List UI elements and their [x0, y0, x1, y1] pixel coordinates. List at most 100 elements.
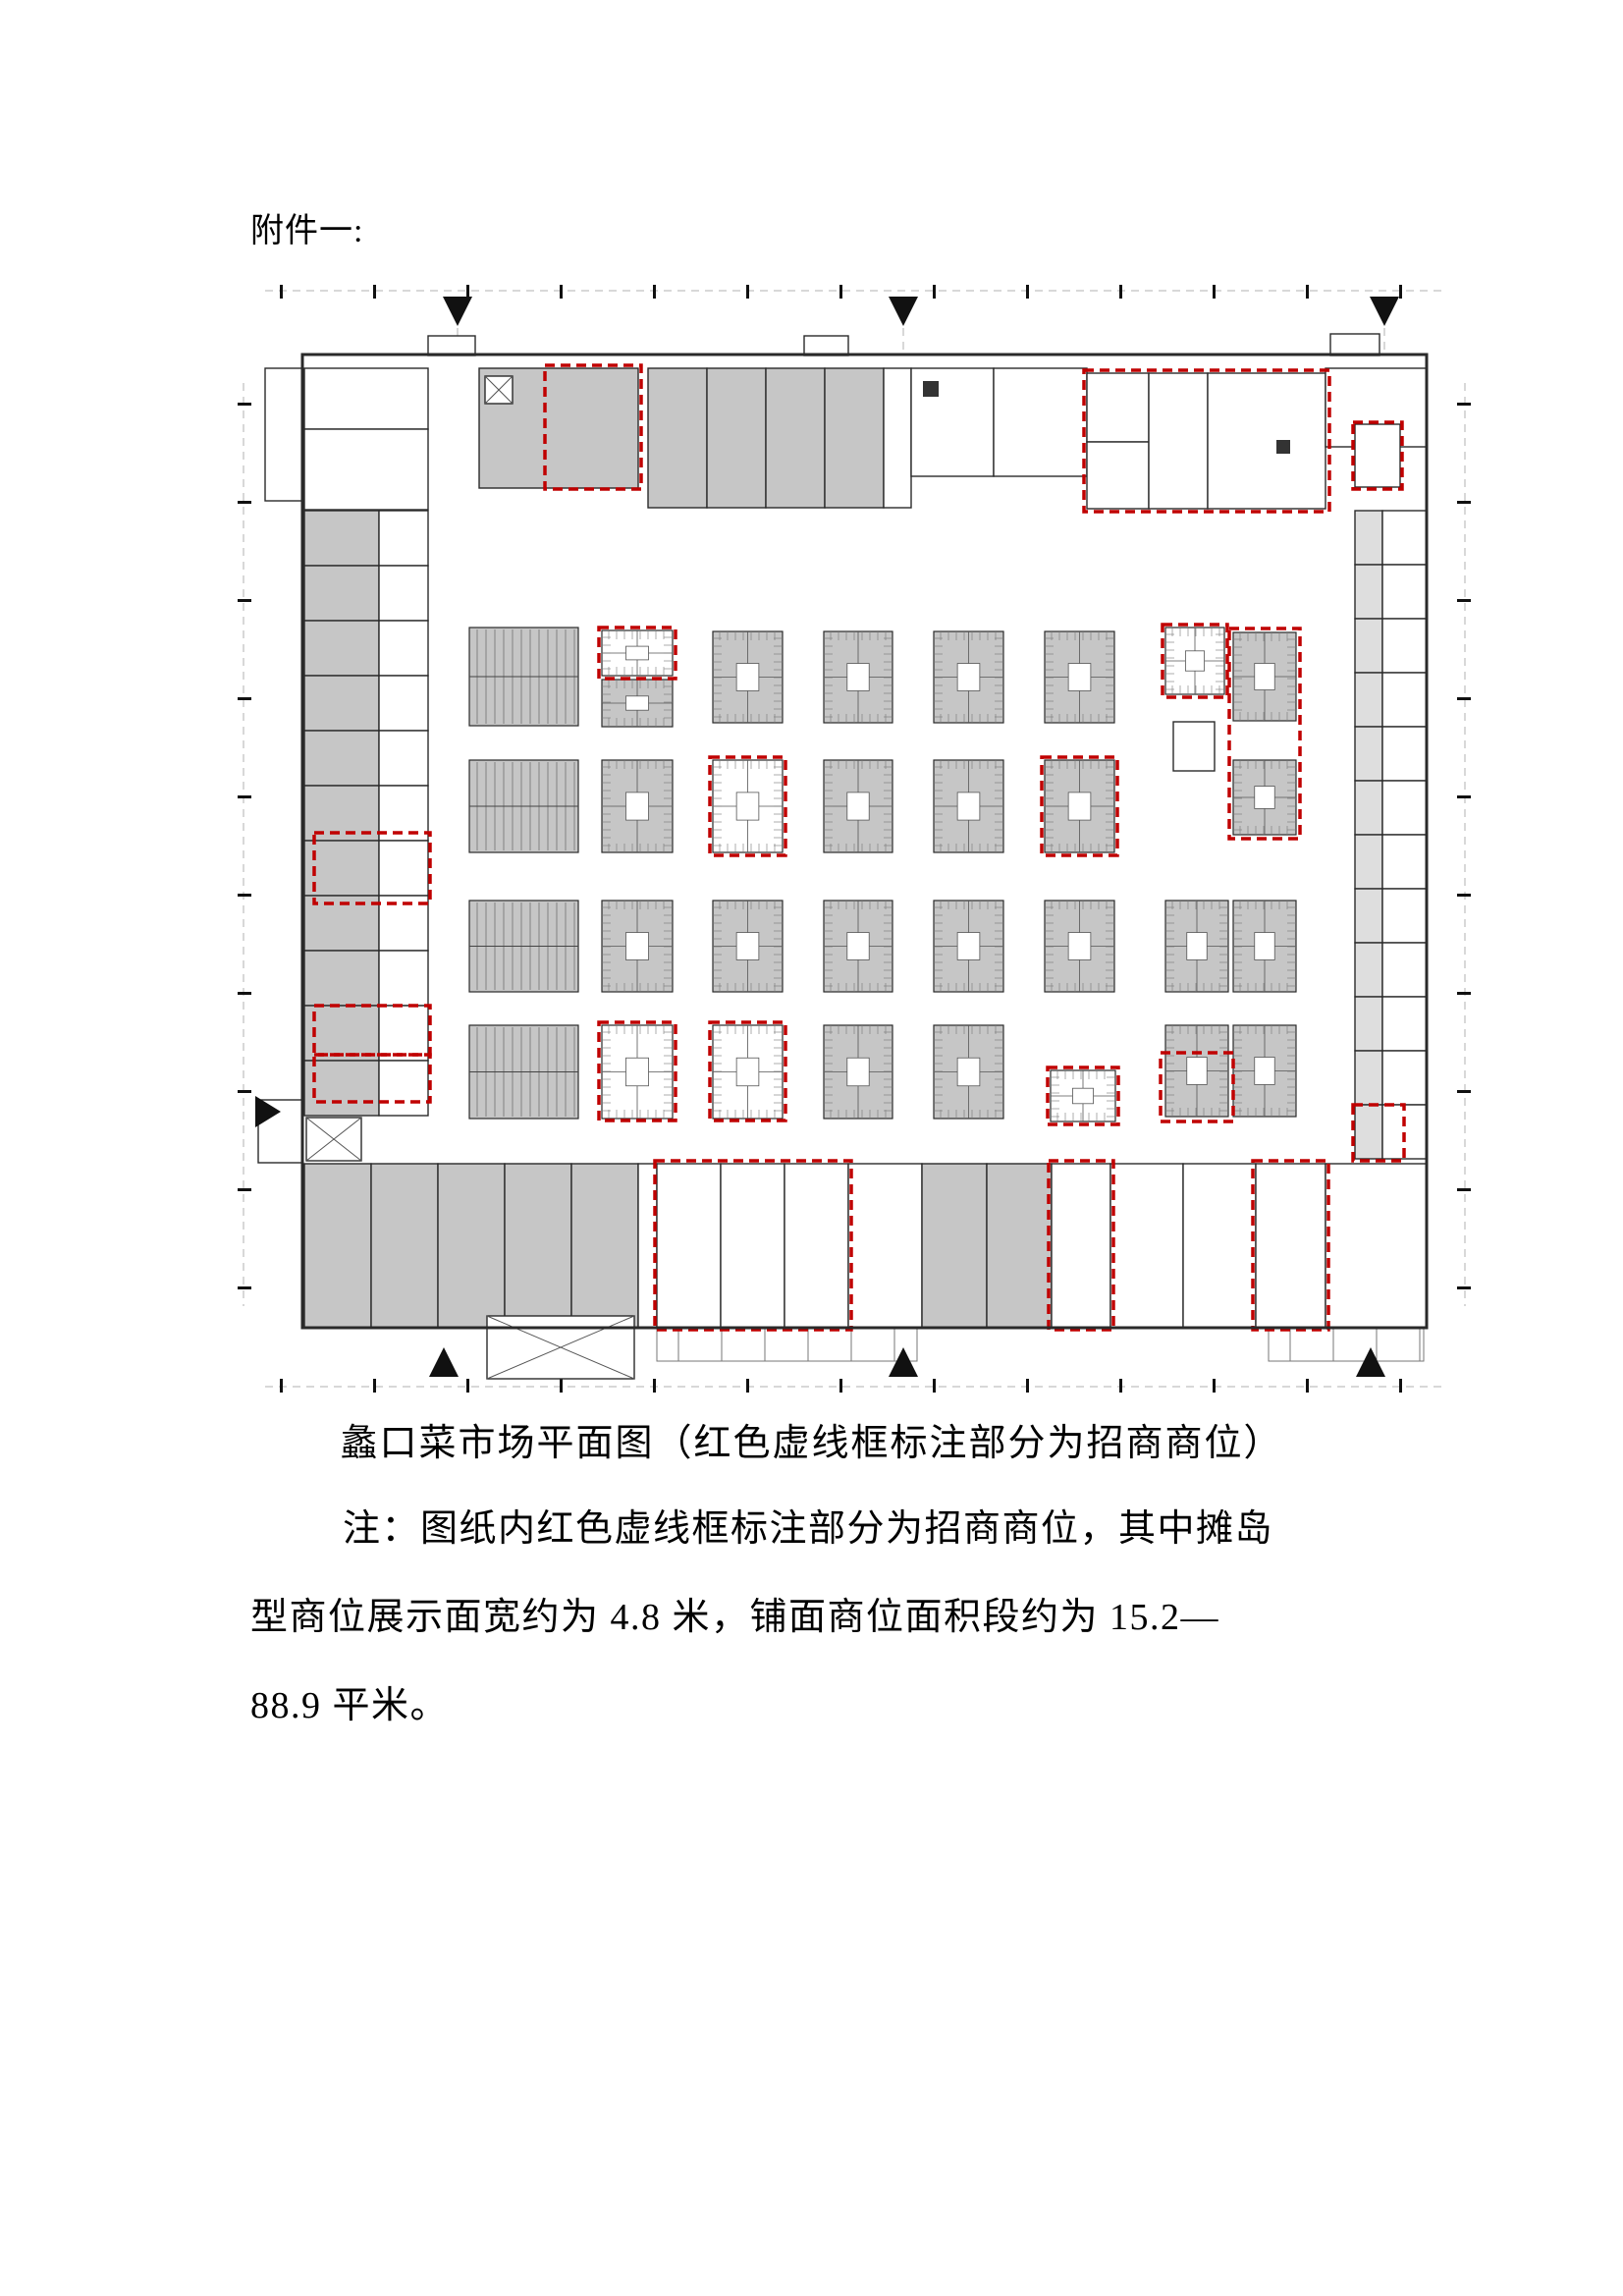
shop-unit: [1354, 672, 1383, 728]
stall-island: [823, 630, 893, 724]
leasing-stall-outline: [597, 626, 677, 681]
stall-island-core: [625, 932, 649, 960]
tick-mark: [1457, 795, 1471, 798]
tick-mark: [560, 285, 563, 299]
stall-island-core: [625, 792, 649, 821]
stall-island-core: [735, 663, 760, 691]
shop-unit: [883, 367, 912, 509]
shop-unit: [1354, 1104, 1383, 1160]
shop-unit: [303, 367, 429, 430]
shop-unit: [1255, 1163, 1326, 1329]
porch: [1268, 1327, 1425, 1362]
staircase-cross: [484, 375, 514, 405]
tick-mark: [238, 992, 251, 995]
stall-island-core: [1254, 1057, 1275, 1085]
leasing-stall-outline: [1047, 1159, 1115, 1332]
shop-unit: [1109, 1163, 1184, 1329]
tick-mark: [238, 1188, 251, 1191]
leasing-stall-outline: [312, 831, 432, 905]
shop-unit: [1051, 1163, 1111, 1329]
shop-unit: [303, 730, 380, 787]
shop-unit: [1381, 510, 1428, 566]
shop-unit: [570, 1163, 639, 1329]
tick-mark: [1457, 992, 1471, 995]
tick-mark: [1026, 285, 1029, 299]
leasing-stall-outline: [708, 755, 787, 857]
tick-mark: [1457, 894, 1471, 897]
stall-block-hatched: [468, 1024, 579, 1120]
entrance-arrow: [889, 297, 918, 326]
shop-unit: [1354, 726, 1383, 782]
tick-mark: [373, 285, 376, 299]
stall-island-core: [625, 1057, 649, 1087]
shop-unit: [378, 565, 429, 622]
plan-caption: 蠡口菜市场平面图（红色虚线框标注部分为招商商位）: [340, 1423, 1283, 1464]
stall-island-core: [1072, 1087, 1094, 1105]
tick-mark: [1306, 285, 1309, 299]
tick-mark: [839, 285, 842, 299]
stall-island-core: [846, 792, 870, 821]
staircase-cross: [305, 1117, 362, 1162]
tick-mark: [238, 501, 251, 504]
shop-unit: [264, 367, 303, 502]
shop-unit: [1354, 564, 1383, 620]
tick-mark: [238, 697, 251, 700]
shop-unit: [1381, 672, 1428, 728]
shop-unit: [784, 1163, 849, 1329]
shop-unit: [1354, 834, 1383, 890]
stall-island: [1164, 1024, 1229, 1118]
stall-island: [1164, 900, 1229, 993]
stall-island: [712, 1024, 784, 1120]
shop-unit: [1207, 372, 1326, 510]
note-line-3: 88.9 平米。: [250, 1685, 450, 1726]
shop-unit: [378, 1060, 429, 1117]
stall-island: [1232, 1024, 1297, 1118]
leasing-stall-outline: [1046, 1066, 1120, 1126]
stall-island: [1232, 900, 1297, 993]
tick-mark: [746, 285, 749, 299]
shop-unit: [1354, 423, 1401, 488]
stall-island-core: [625, 645, 649, 661]
tick-mark: [1457, 1286, 1471, 1289]
stall-island-core: [1067, 792, 1092, 821]
shop-unit: [647, 367, 708, 509]
shop-unit: [1381, 1050, 1428, 1106]
shop-unit: [1148, 372, 1209, 510]
tick-mark: [373, 1379, 376, 1393]
stall-island: [601, 759, 674, 853]
leasing-stall-outline: [1161, 623, 1229, 699]
leasing-stall-outline: [597, 1020, 677, 1122]
shop-unit: [303, 428, 429, 511]
shop-unit: [1182, 1163, 1257, 1329]
shop-unit: [1381, 726, 1428, 782]
stall-island: [712, 900, 784, 993]
leasing-stall-outline: [1227, 627, 1302, 841]
shop-unit: [706, 367, 767, 509]
shop-unit: [1354, 942, 1383, 998]
stall-island-core: [1067, 663, 1092, 691]
entrance-arrow: [1356, 1347, 1385, 1377]
stall-island: [601, 1024, 674, 1120]
shop-unit: [1354, 888, 1383, 944]
tick-mark: [238, 1286, 251, 1289]
shop-unit: [378, 1005, 429, 1062]
entrance-arrow: [429, 1347, 459, 1377]
tick-mark: [238, 894, 251, 897]
tick-mark: [238, 403, 251, 406]
stall-island: [933, 900, 1004, 993]
stall-island: [601, 900, 674, 993]
shop-unit: [1381, 618, 1428, 674]
stall-island-core: [956, 1057, 981, 1087]
stall-island-core: [1254, 786, 1275, 809]
leasing-stall-outline: [1251, 1159, 1330, 1332]
note-line-1: 注：图纸内红色虚线框标注部分为招商商位，其中摊岛: [343, 1508, 1274, 1550]
tick-mark: [1399, 1379, 1402, 1393]
tick-mark: [560, 1379, 563, 1393]
tick-mark: [238, 1090, 251, 1093]
stall-block-hatched: [468, 900, 579, 993]
shop-unit: [847, 1163, 923, 1329]
shop-unit: [1172, 721, 1216, 772]
shop-unit: [656, 1163, 722, 1329]
shop-unit: [1381, 780, 1428, 836]
shop-unit: [437, 1163, 506, 1329]
